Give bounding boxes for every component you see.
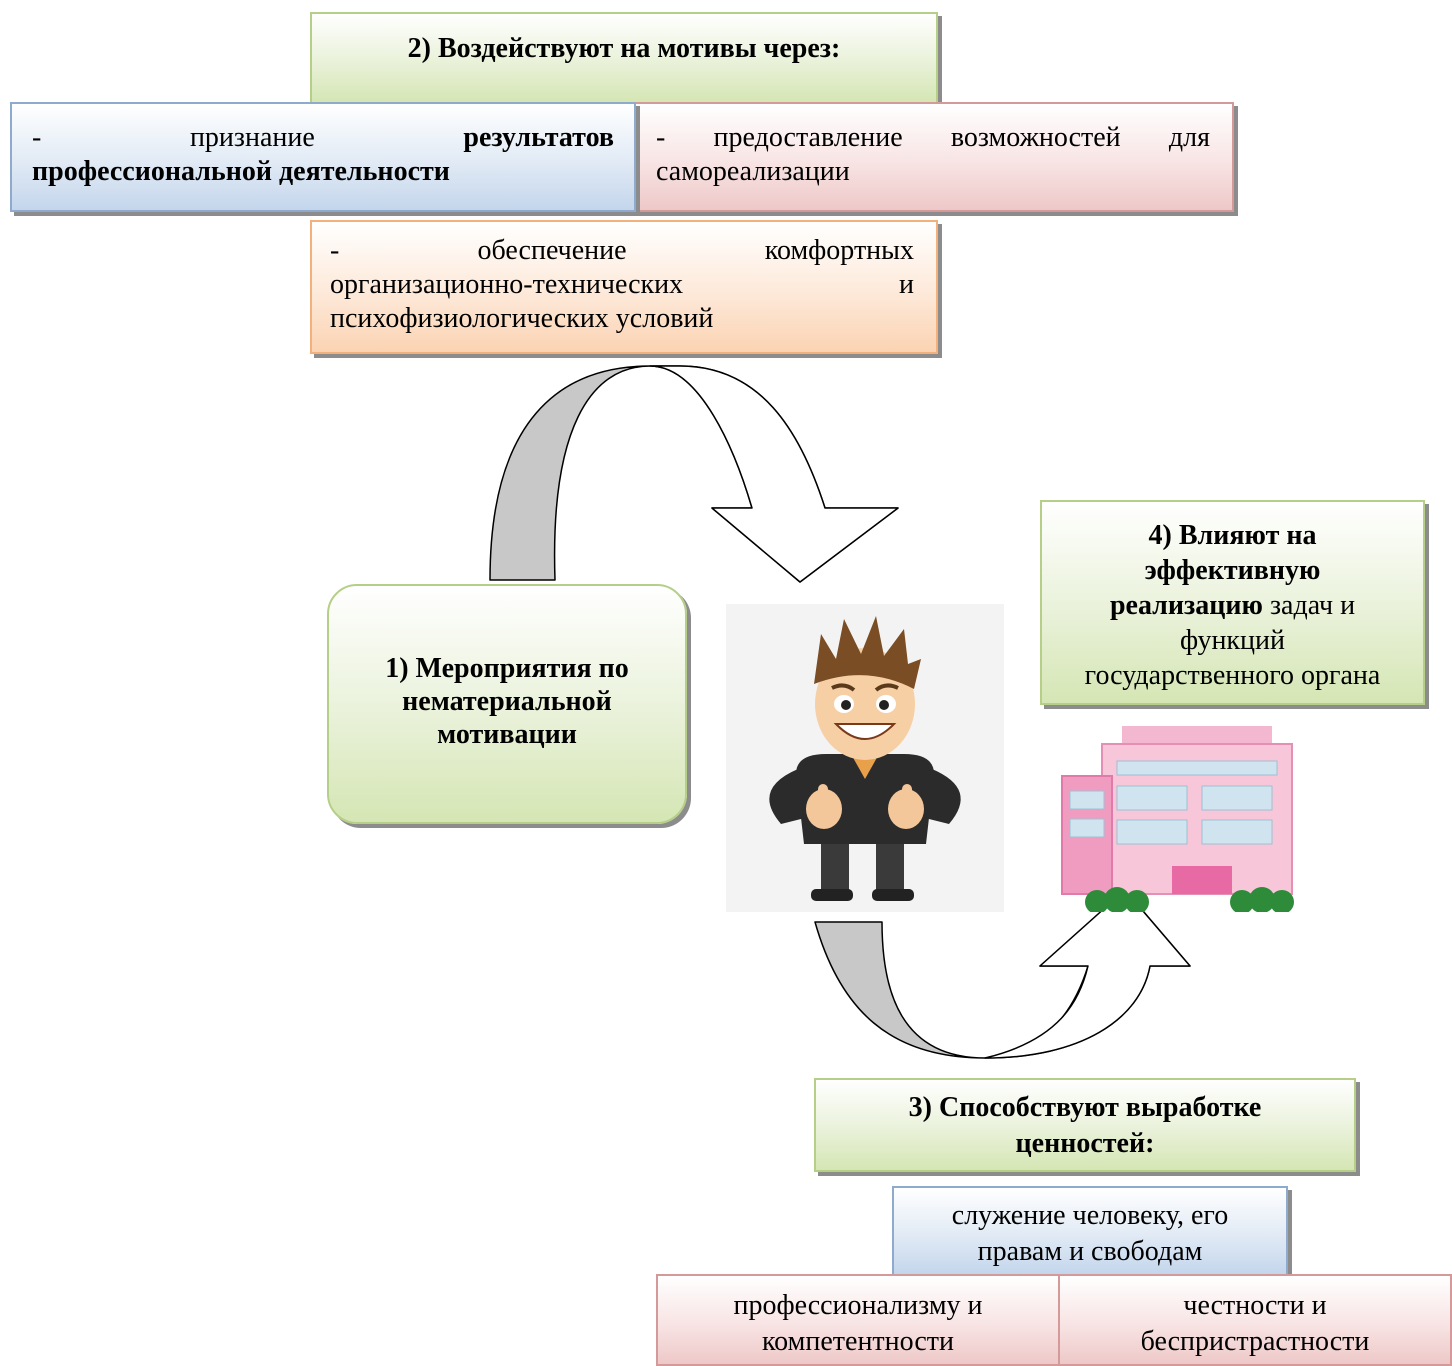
- item-recognition-dash: -: [32, 122, 42, 153]
- value-honesty-line2: беспристрастности: [1140, 1326, 1370, 1357]
- item-recognition-results: результатов: [463, 122, 614, 153]
- item-recognition: - признание результатов профессиональной…: [10, 102, 636, 212]
- box3-line2: ценностей:: [1015, 1128, 1155, 1159]
- box4-line1: 4) Влияют на: [1148, 520, 1317, 551]
- box4-line2: эффективную: [1144, 555, 1321, 586]
- box4-line3-rest: задач и: [1262, 590, 1356, 621]
- item-selfrealization: - предоставление возможностей для саморе…: [634, 102, 1234, 212]
- box3-line1: 3) Способствуют выработке: [908, 1092, 1262, 1123]
- pink-building-icon: [1061, 726, 1294, 912]
- value-service-line1: служение человеку, его: [951, 1200, 1229, 1231]
- value-professionalism-line1: профессионализму и: [733, 1290, 983, 1321]
- value-service-line2: правам и свободам: [977, 1236, 1203, 1267]
- item-recognition-line2: профессиональной деятельности: [32, 156, 450, 187]
- item-conditions-word2: комфортных: [764, 235, 914, 266]
- value-honesty-line1: честности и: [1183, 1290, 1327, 1321]
- box3-values-header: 3) Способствуют выработке ценностей:: [814, 1078, 1356, 1172]
- box2-title: 2) Воздействуют на мотивы через:: [407, 33, 841, 64]
- item-conditions-word1: обеспечение: [477, 235, 627, 266]
- box4-impact: 4) Влияют на эффективную реализацию зада…: [1040, 500, 1425, 705]
- box1-line2: нематериальной: [402, 686, 612, 717]
- man-image: [726, 604, 1004, 912]
- value-professionalism: профессионализму и компетентности: [656, 1274, 1060, 1366]
- item-recognition-word: признание: [189, 122, 315, 153]
- item-conditions: - обеспечение комфортных организационно-…: [310, 220, 938, 354]
- box4-line3-bold: реализацию: [1109, 590, 1263, 621]
- item-selfrealization-line2: самореализации: [656, 156, 850, 187]
- item-selfrealization-line1: - предоставление возможностей для: [656, 122, 1210, 153]
- value-honesty: честности и беспристрастности: [1058, 1274, 1452, 1366]
- item-conditions-dash: -: [330, 235, 340, 266]
- box4-line3: реализацию задач и: [1042, 588, 1423, 623]
- box1-line1: 1) Мероприятия по: [385, 653, 629, 684]
- box2-motives-header: 2) Воздействуют на мотивы через:: [310, 12, 938, 104]
- box4-line5: государственного органа: [1084, 660, 1381, 691]
- item-conditions-word3: организационно-технических: [330, 269, 684, 300]
- box1-measures: 1) Мероприятия по нематериальной мотивац…: [327, 584, 687, 824]
- smiling-man-thumbs-up-icon: [769, 616, 961, 901]
- box4-line4: функций: [1180, 625, 1285, 656]
- building-image: [1042, 716, 1300, 912]
- value-professionalism-line2: компетентности: [762, 1326, 954, 1357]
- value-service: служение человеку, его правам и свободам: [892, 1186, 1288, 1276]
- item-conditions-word4: и: [899, 269, 914, 300]
- item-conditions-line3: психофизиологических условий: [330, 303, 714, 334]
- box1-line3: мотивации: [437, 719, 577, 750]
